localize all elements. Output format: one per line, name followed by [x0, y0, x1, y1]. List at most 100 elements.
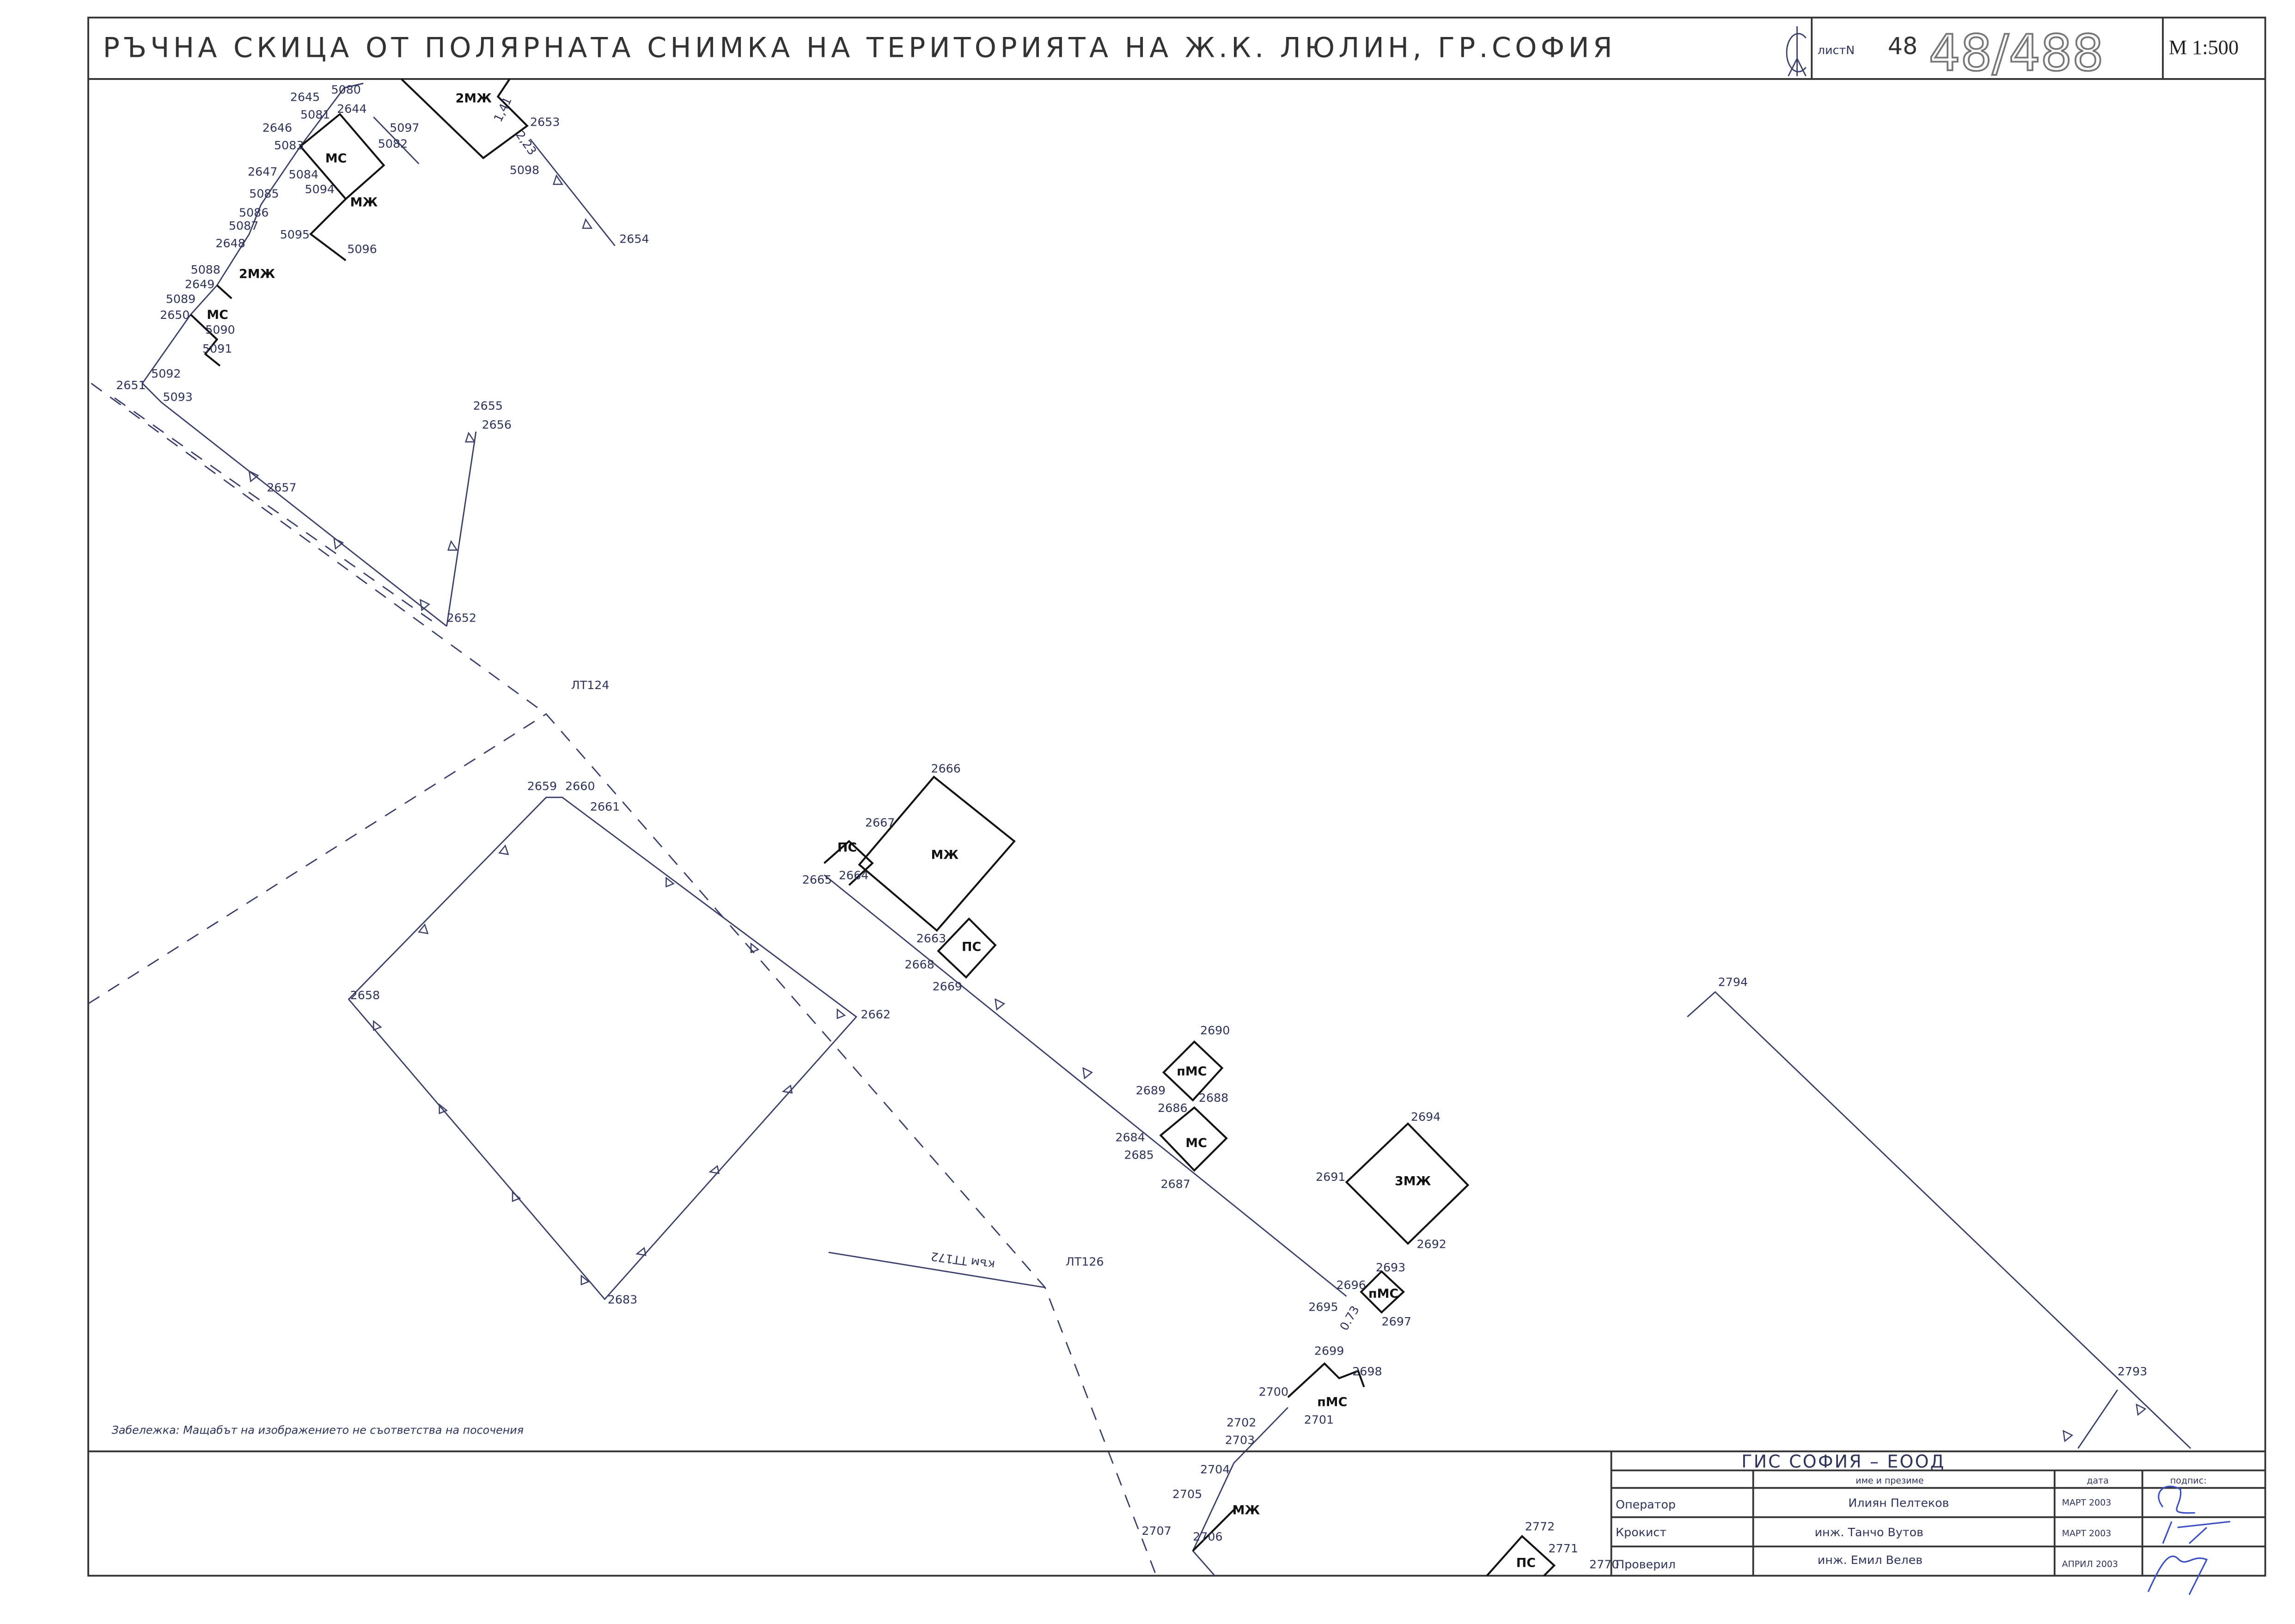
point-label: 5084 [289, 167, 318, 181]
dimension-label: 0.73 [1337, 1303, 1362, 1333]
point-label: 2660 [565, 779, 595, 793]
point-label: 2688 [1199, 1091, 1228, 1105]
point-label: 5089 [166, 292, 195, 305]
sheet-frame [87, 17, 2266, 1577]
point-label: 5081 [300, 107, 330, 121]
point-label: 2661 [590, 800, 620, 813]
point-label: 2697 [1382, 1314, 1411, 1328]
point-label: 2707 [1141, 1524, 1171, 1538]
point-label: 2703 [1225, 1433, 1255, 1447]
point-label: 2669 [933, 979, 962, 993]
svg-text:МАРТ 2003: МАРТ 2003 [2062, 1528, 2112, 1539]
point-label: 2695 [1308, 1300, 1338, 1314]
point-label: 2666 [931, 762, 960, 775]
buildings [190, 78, 1556, 1576]
building-label: 2МЖ [239, 267, 275, 281]
point-label: 2687 [1160, 1177, 1190, 1191]
building-label: пМС [1317, 1395, 1347, 1409]
point-label: 2772 [1525, 1519, 1555, 1533]
point-label: ЛТ126 [1066, 1254, 1104, 1268]
point-label: 2704 [1200, 1462, 1230, 1476]
sheet-label: листN [1818, 43, 1855, 57]
svg-text:МАРТ 2003: МАРТ 2003 [2062, 1498, 2112, 1508]
building-label: МЖ [350, 195, 378, 209]
point-label: 5093 [163, 390, 192, 403]
point-label: 2696 [1336, 1278, 1366, 1292]
scale-note: Забележка: Мащабът на изображението не с… [112, 1423, 524, 1436]
svg-text:Проверил: Проверил [1616, 1557, 1676, 1571]
point-label: 5096 [347, 242, 377, 256]
point-label: 5086 [239, 206, 269, 220]
point-label: 2701 [1304, 1412, 1334, 1426]
point-label: 2702 [1227, 1416, 1256, 1429]
svg-text:Крокист: Крокист [1616, 1525, 1666, 1539]
point-label: 2706 [1193, 1530, 1222, 1544]
point-label: 5090 [205, 323, 235, 336]
building-label: МЖ [1233, 1503, 1260, 1518]
point-label: 2698 [1352, 1364, 1382, 1378]
point-label: 2659 [527, 779, 557, 793]
point-label: 5082 [378, 137, 408, 151]
col-name-header: име и презиме [1856, 1476, 1923, 1486]
point-label: 2644 [337, 102, 366, 116]
building-label: 2МЖ [456, 92, 492, 106]
svg-text:Оператор: Оператор [1616, 1497, 1676, 1511]
point-label: 2653 [530, 115, 560, 128]
point-label: 5083 [274, 138, 304, 152]
point-label: 2689 [1136, 1083, 1166, 1097]
point-label: 2686 [1158, 1101, 1187, 1115]
building-label: 3МЖ [1395, 1174, 1431, 1188]
point-label: 2705 [1172, 1487, 1202, 1501]
point-label: 2694 [1411, 1110, 1440, 1123]
point-label: 2683 [608, 1293, 637, 1307]
point-label: 2770 [1589, 1557, 1619, 1571]
point-label: 5085 [249, 186, 279, 200]
point-label: 5087 [229, 219, 258, 232]
gis-logo-icon [1786, 26, 1807, 77]
point-label: 2665 [802, 873, 832, 886]
map-scale: М 1:500 [2169, 36, 2239, 59]
point-label: 2793 [2118, 1364, 2147, 1378]
point-label: 2692 [1417, 1237, 1447, 1251]
col-signature-header: подпис: [2170, 1476, 2207, 1486]
building-label: пМС [1368, 1287, 1398, 1301]
survey-lines [141, 83, 2191, 1576]
point-label: 2658 [350, 988, 380, 1002]
point-label: ЛТ124 [571, 678, 610, 692]
building-label: ПС [1516, 1556, 1536, 1570]
point-label: 2657 [267, 481, 296, 495]
table-row: Оператор Илиян Пелтеков МАРТ 2003 [1616, 1496, 2111, 1511]
point-label: 2699 [1314, 1343, 1344, 1357]
point-label: 5080 [331, 83, 361, 97]
point-label: 2651 [116, 378, 146, 392]
table-row: Крокист инж. Танчо Вутов МАРТ 2003 [1616, 1525, 2111, 1539]
handwritten-sheet-number: 48/488 [1929, 24, 2104, 82]
svg-text:Илиян Пелтеков: Илиян Пелтеков [1848, 1496, 1949, 1510]
point-label: 5091 [202, 342, 232, 355]
building-label: МС [1185, 1136, 1207, 1150]
point-label: 5097 [390, 121, 419, 134]
point-label: 5088 [191, 263, 220, 276]
sheet-number: 48 [1888, 32, 1917, 60]
point-label: 2663 [916, 931, 946, 945]
point-label: 2668 [904, 958, 934, 971]
point-label: 5098 [510, 163, 539, 177]
svg-text:инж. Емил Велев: инж. Емил Велев [1818, 1553, 1923, 1567]
point-label: 2693 [1376, 1260, 1405, 1274]
point-label: 2654 [619, 232, 649, 246]
building-label: МС [207, 308, 228, 322]
signatures [2147, 1485, 2230, 1595]
building-label: пМС [1177, 1064, 1207, 1079]
point-label: 2652 [447, 611, 476, 624]
building-label: ПС [962, 940, 981, 954]
sheet-title: РЪЧНА СКИЦА ОТ ПОЛЯРНАТА СНИМКА НА ТЕРИТ… [103, 31, 1616, 64]
point-label: 2646 [262, 121, 292, 134]
point-label: 2664 [839, 868, 868, 882]
point-label: 5095 [280, 227, 310, 241]
point-label: 2684 [1115, 1130, 1145, 1144]
point-label: 2794 [1718, 975, 1748, 989]
point-label: 2649 [185, 277, 214, 291]
point-label: 2645 [290, 90, 320, 104]
point-label: 2667 [865, 816, 895, 830]
